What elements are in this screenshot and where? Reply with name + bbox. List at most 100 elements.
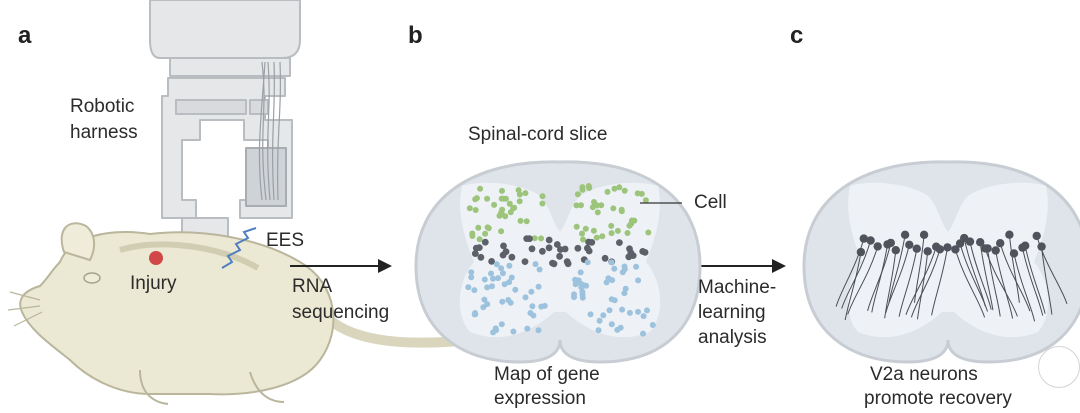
cell-dot bbox=[601, 254, 609, 262]
injury-dot bbox=[149, 251, 163, 265]
neuron-axon bbox=[1024, 245, 1046, 314]
watermark-logo bbox=[1038, 346, 1080, 388]
cell-dot bbox=[516, 198, 523, 205]
cell-dot bbox=[553, 241, 561, 248]
cell-dot bbox=[608, 222, 615, 229]
cell-dot bbox=[618, 208, 625, 215]
neuron-body bbox=[1037, 242, 1046, 251]
cell-dot bbox=[535, 327, 542, 334]
cell-dot bbox=[584, 259, 591, 266]
cell-dot bbox=[510, 328, 517, 335]
cell-dot bbox=[477, 253, 485, 261]
v2a-neurons bbox=[835, 230, 1068, 322]
cell-dot bbox=[523, 218, 530, 225]
cell-dot bbox=[595, 327, 602, 334]
spinal-cord-slice-title: Spinal-cord slice bbox=[468, 124, 608, 145]
cell-dot bbox=[626, 309, 633, 316]
cell-dot bbox=[484, 224, 491, 231]
cell-dot bbox=[616, 184, 623, 191]
cell-dot bbox=[498, 321, 505, 328]
cell-dot bbox=[535, 283, 542, 290]
mouse-ear bbox=[60, 222, 96, 262]
robotic-harness bbox=[149, 0, 301, 249]
cell-dot bbox=[528, 245, 536, 253]
cell-dot bbox=[611, 185, 618, 192]
cell-dot bbox=[471, 250, 479, 257]
cell-dot bbox=[516, 191, 523, 198]
cell-dot bbox=[608, 259, 615, 266]
cell-dot bbox=[604, 188, 611, 195]
neuron-axon bbox=[888, 234, 906, 303]
cell-dot bbox=[578, 202, 584, 209]
mouse-leg bbox=[139, 369, 285, 405]
cell-dot bbox=[580, 236, 586, 243]
cell-dot bbox=[517, 217, 524, 224]
cell-dot bbox=[529, 303, 536, 310]
cell-dot bbox=[628, 217, 635, 224]
cell-dot bbox=[577, 269, 584, 276]
cell-dot bbox=[522, 294, 529, 301]
cell-dot bbox=[575, 277, 582, 284]
cell-dot bbox=[500, 195, 507, 202]
cell-dot bbox=[587, 311, 594, 318]
neuron-axon bbox=[910, 249, 941, 318]
neuron-axon bbox=[963, 237, 986, 307]
cell-dot bbox=[621, 290, 628, 297]
cell-dot bbox=[610, 205, 617, 212]
cell-dot bbox=[538, 235, 545, 242]
cell-dot bbox=[539, 247, 546, 255]
cell-dot bbox=[498, 265, 505, 272]
neuron-body bbox=[919, 230, 929, 239]
cell-dot bbox=[531, 235, 538, 242]
cell-dot bbox=[508, 274, 515, 281]
cell-dot bbox=[580, 282, 587, 289]
cell-dot bbox=[475, 224, 482, 231]
cell-dot bbox=[621, 187, 628, 194]
cell-dot bbox=[532, 261, 539, 268]
cell-dot bbox=[490, 275, 496, 282]
spinal-cord-slice-c bbox=[802, 160, 1080, 364]
cell-dot bbox=[539, 200, 546, 207]
v2a-caption-line2: promote recovery bbox=[864, 388, 1012, 409]
cell-dot bbox=[506, 279, 513, 286]
cell-dot bbox=[536, 266, 543, 273]
neuron-body bbox=[996, 239, 1005, 248]
neuron-body bbox=[873, 242, 882, 251]
cell-dot bbox=[484, 284, 491, 291]
cell-dot bbox=[499, 187, 505, 194]
cell-dot bbox=[596, 317, 603, 324]
mouse-spine bbox=[119, 241, 260, 271]
cell-dot bbox=[608, 230, 615, 237]
neuron-body bbox=[1020, 241, 1030, 250]
neuron-axon bbox=[995, 250, 1014, 319]
cell-dot bbox=[490, 329, 497, 336]
mouse-whiskers bbox=[7, 291, 43, 327]
harness-cables bbox=[258, 61, 282, 201]
cell-dot bbox=[634, 190, 641, 197]
cell-dot bbox=[619, 269, 626, 276]
cell-dot bbox=[524, 325, 531, 332]
cell-dot bbox=[469, 233, 476, 239]
cell-dot bbox=[511, 204, 518, 211]
cell-dot bbox=[506, 200, 513, 207]
cell-dot bbox=[611, 265, 618, 272]
cell-label: Cell bbox=[694, 192, 727, 213]
cell-dot bbox=[489, 283, 495, 290]
cell-dot bbox=[599, 233, 606, 240]
cell-dot bbox=[473, 195, 480, 202]
cell-dot bbox=[616, 239, 623, 247]
neuron-body bbox=[866, 236, 875, 245]
neuron-body bbox=[923, 247, 932, 256]
neuron-body bbox=[983, 244, 992, 253]
cell-dot bbox=[644, 307, 650, 314]
cell-dot bbox=[582, 225, 589, 232]
map-caption-line1: Map of gene bbox=[494, 364, 600, 385]
cell-dot bbox=[645, 229, 652, 236]
neuron-axon bbox=[847, 246, 879, 315]
robotic-harness-label-line1: Robotic bbox=[70, 96, 135, 117]
cell-dot bbox=[621, 263, 628, 270]
cell-dot bbox=[590, 227, 597, 234]
cell-dot bbox=[579, 186, 586, 193]
cell-dot bbox=[545, 236, 553, 244]
cell-dot bbox=[472, 310, 479, 316]
